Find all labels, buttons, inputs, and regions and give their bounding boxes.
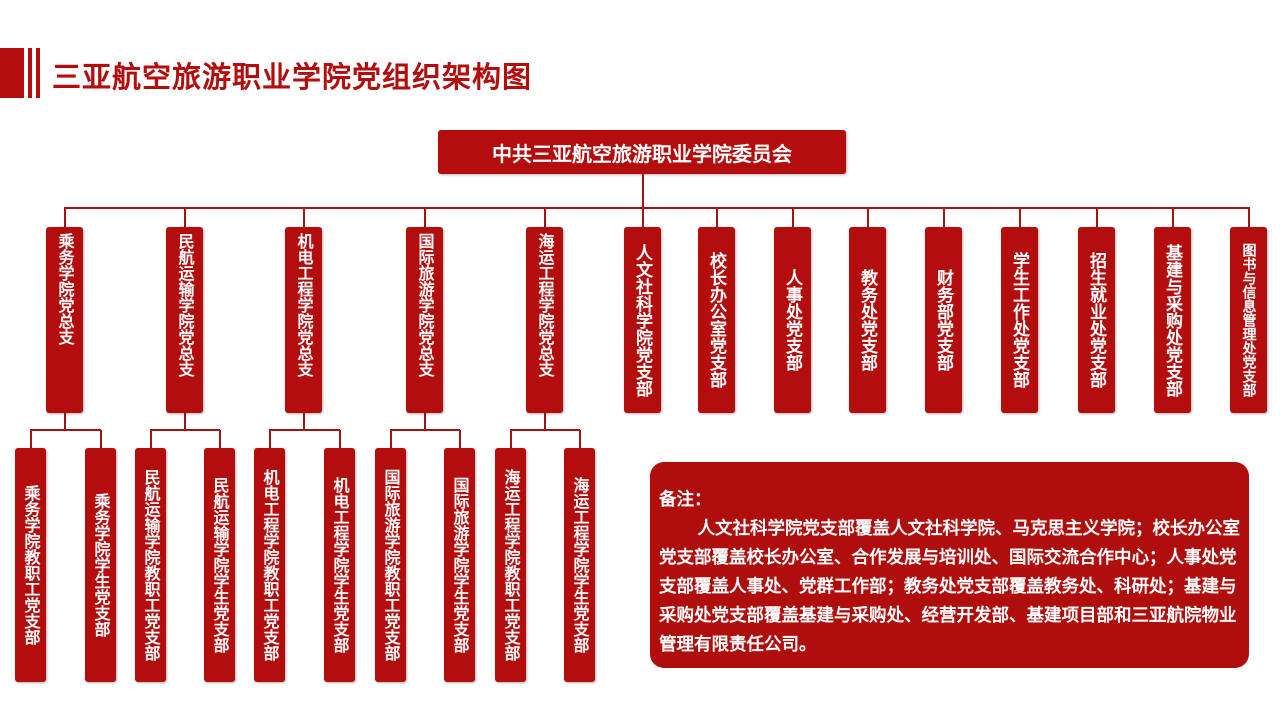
level3-node: 民航运输学院学生党支部 xyxy=(204,448,235,682)
title-accent-bar xyxy=(0,48,24,98)
level3-node: 机电工程学院教职工党支部 xyxy=(254,448,285,682)
connector-line xyxy=(867,208,869,227)
level2-node: 乘务学院党总支 xyxy=(46,227,83,413)
level2-node: 海运工程学院党总支 xyxy=(526,227,563,413)
connector-line xyxy=(390,429,460,431)
connector-line xyxy=(30,430,32,448)
connector-line xyxy=(269,429,340,431)
connector-line xyxy=(1248,208,1250,227)
connector-line xyxy=(269,430,271,448)
level2-node: 教务处党支部 xyxy=(849,227,886,413)
level3-node: 海运工程学院教职工党支部 xyxy=(495,448,526,682)
level2-node: 人文社科学院党支部 xyxy=(624,227,661,413)
connector-line xyxy=(30,429,101,431)
level2-node: 民航运输学院党总支 xyxy=(166,227,203,413)
level2-node: 国际旅游学院党总支 xyxy=(406,227,443,413)
level3-node: 民航运输学院教职工党支部 xyxy=(135,448,166,682)
level2-node: 人事处党支部 xyxy=(774,227,811,413)
connector-line xyxy=(64,412,66,430)
title-accent-bar xyxy=(28,48,32,98)
connector-line xyxy=(510,429,580,431)
connector-line xyxy=(642,208,644,227)
connector-line xyxy=(716,208,718,227)
note-box: 备注： 人文社科学院党支部覆盖人文社科学院、马克思主义学院；校长办公室党支部覆盖… xyxy=(650,462,1249,668)
level3-node: 乘务学院学生党支部 xyxy=(85,448,116,682)
connector-line xyxy=(1172,208,1174,227)
level3-node: 国际旅游学院教职工党支部 xyxy=(375,448,406,682)
connector-line xyxy=(184,208,186,227)
note-label: 备注： xyxy=(659,490,712,510)
page-title: 三亚航空旅游职业学院党组织架构图 xyxy=(52,60,533,94)
root-node: 中共三亚航空旅游职业学院委员会 xyxy=(438,130,846,174)
level3-node: 乘务学院教职工党支部 xyxy=(15,448,46,682)
connector-line xyxy=(64,208,66,227)
connector-line xyxy=(544,412,546,430)
level3-node: 海运工程学院学生党支部 xyxy=(564,448,595,682)
connector-line xyxy=(459,430,461,448)
connector-line xyxy=(424,412,426,430)
note-text: 人文社科学院党支部覆盖人文社科学院、马克思主义学院；校长办公室党支部覆盖校长办公… xyxy=(659,519,1240,655)
connector-line xyxy=(424,208,426,227)
level2-node: 招生就业处党支部 xyxy=(1078,227,1115,413)
level2-node: 财务部党支部 xyxy=(925,227,962,413)
connector-line xyxy=(544,208,546,227)
connector-line xyxy=(339,430,341,448)
connector-line xyxy=(184,412,186,430)
connector-line xyxy=(1019,208,1021,227)
level2-node: 机电工程学院党总支 xyxy=(285,227,322,413)
connector-line xyxy=(579,430,581,448)
connector-line xyxy=(792,208,794,227)
level2-node: 校长办公室党支部 xyxy=(698,227,735,413)
connector-line xyxy=(1096,208,1098,227)
connector-line xyxy=(150,429,220,431)
connector-line xyxy=(303,208,305,227)
connector-line xyxy=(642,174,644,208)
connector-line xyxy=(390,430,392,448)
connector-line xyxy=(150,430,152,448)
connector-line xyxy=(510,430,512,448)
level3-node: 国际旅游学院学生党支部 xyxy=(444,448,475,682)
connector-line xyxy=(303,412,305,430)
connector-line xyxy=(100,430,102,448)
level3-node: 机电工程学院学生党支部 xyxy=(324,448,355,682)
level2-node: 基建与采购处党支部 xyxy=(1154,227,1191,413)
level2-node: 图书与信息管理处党支部 xyxy=(1230,227,1267,413)
connector-line xyxy=(219,430,221,448)
title-accent-bar xyxy=(36,48,40,98)
level2-node: 学生工作处党支部 xyxy=(1001,227,1038,413)
connector-line xyxy=(943,208,945,227)
connector-line xyxy=(64,207,1250,209)
